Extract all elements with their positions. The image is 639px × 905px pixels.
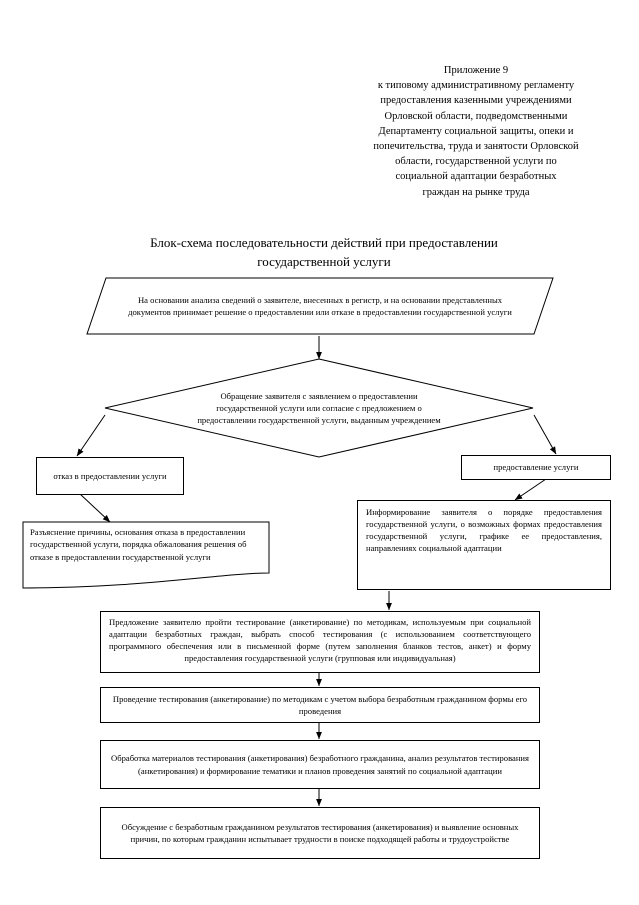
node-decision-basis: На основании анализа сведений о заявител…: [86, 277, 554, 335]
connector-application-to-provision: [533, 414, 557, 455]
connector-application-to-refusal: [76, 414, 106, 457]
appendix-line-3: Орловской области, подведомственными: [384, 110, 568, 122]
node-offer-testing-label: Предложение заявителю пройти тестировани…: [109, 617, 531, 664]
node-application-label: Обращение заявителя с заявлением о предо…: [197, 390, 441, 426]
connector-provision-to-informing: [514, 478, 547, 501]
page-title: Блок-схема последовательности действий п…: [112, 233, 536, 271]
diamond-shape: [104, 358, 534, 458]
page-title-line-1: Блок-схема последовательности действий п…: [150, 235, 498, 250]
node-application-textwrap: Обращение заявителя с заявлением о предо…: [104, 358, 534, 458]
trapezoid-shape: [86, 277, 554, 335]
appendix-line-2: предоставления казенными учреждениями: [380, 95, 572, 107]
node-conduct-testing: Проведение тестирования (анкетирование) …: [100, 687, 540, 723]
node-discussion: Обсуждение с безработным гражданином рез…: [100, 807, 540, 859]
node-refusal: отказ в предоставлении услуги: [36, 457, 184, 495]
node-provision-label: предоставление услуги: [493, 462, 579, 473]
node-application: Обращение заявителя с заявлением о предо…: [104, 358, 534, 458]
appendix-header: Приложение 9 к типовому административном…: [330, 63, 622, 200]
curved-box-shape: [22, 521, 270, 589]
appendix-line-1: к типовому административному регламенту: [377, 80, 575, 92]
node-explanation-textwrap: Разъяснение причины, основания отказа в …: [22, 521, 270, 589]
appendix-title: Приложение 9: [443, 65, 509, 76]
page-title-line-2: государственной услуги: [257, 254, 391, 269]
node-decision-basis-label: На основании анализа сведений о заявител…: [128, 294, 512, 317]
node-offer-testing: Предложение заявителю пройти тестировани…: [100, 611, 540, 673]
node-process-materials-label: Обработка материалов тестирования (анкет…: [111, 753, 529, 776]
node-explanation: Разъяснение причины, основания отказа в …: [22, 521, 270, 589]
node-process-materials: Обработка материалов тестирования (анкет…: [100, 740, 540, 789]
node-explanation-label: Разъяснение причины, основания отказа в …: [30, 527, 247, 562]
appendix-line-4: Департаменту социальной защиты, опеки и: [378, 125, 574, 137]
node-informing: Информирование заявителя о порядке предо…: [357, 500, 611, 590]
appendix-line-5: попечительства, труда и занятости Орловс…: [373, 141, 579, 153]
connector-refusal-to-explanation: [79, 493, 111, 523]
appendix-line-8: граждан на рынке труда: [422, 186, 530, 198]
appendix-line-7: социальной адаптации безработных: [395, 171, 557, 183]
node-informing-label: Информирование заявителя о порядке предо…: [366, 507, 602, 554]
node-provision: предоставление услуги: [461, 455, 611, 480]
node-decision-basis-textwrap: На основании анализа сведений о заявител…: [86, 277, 554, 335]
node-conduct-testing-label: Проведение тестирования (анкетирование) …: [112, 693, 528, 716]
appendix-line-6: области, государственной услуги по: [395, 156, 557, 168]
node-discussion-label: Обсуждение с безработным гражданином рез…: [121, 821, 519, 844]
node-refusal-label: отказ в предоставлении услуги: [53, 470, 167, 481]
